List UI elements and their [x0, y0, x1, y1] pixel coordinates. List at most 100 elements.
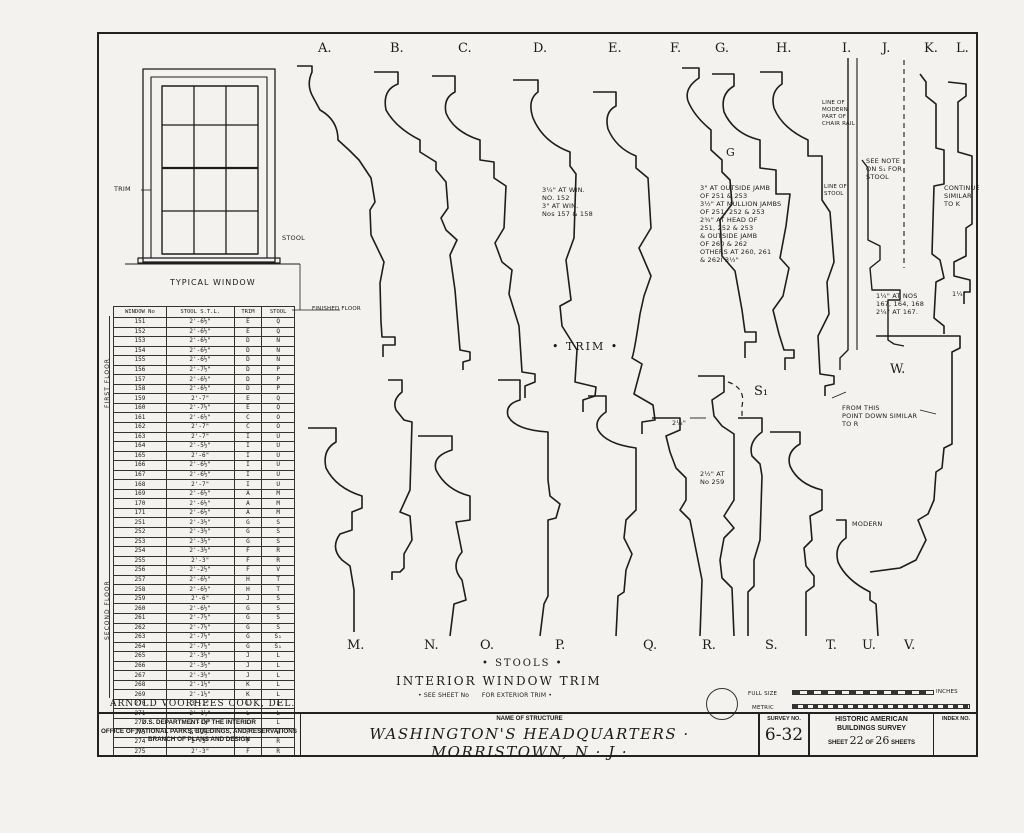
- cell-window-no: 169: [113, 488, 167, 500]
- note-l-dim: 1¼": [952, 290, 967, 298]
- cell-stool-stl: 2'-7½": [165, 402, 235, 414]
- cell-stool: L: [261, 679, 295, 691]
- cell-stool-stl: 2'-6½": [165, 412, 235, 423]
- cell-trim: G: [233, 527, 263, 538]
- survey-number: 6-32: [764, 725, 804, 745]
- cell-stool: R: [261, 555, 295, 567]
- cell-trim: H: [233, 584, 263, 595]
- cell-stool: S: [261, 612, 295, 624]
- cell-stool: U: [261, 450, 295, 462]
- profile-p: [498, 379, 561, 637]
- cell-stool-stl: 2'-6": [165, 593, 235, 605]
- cell-trim: G: [233, 641, 263, 653]
- scale-inches: INCHES: [936, 689, 958, 695]
- cell-trim: C: [233, 412, 263, 423]
- trim-letter-k: K.: [924, 41, 938, 56]
- title-block-habs-cell: [809, 712, 934, 757]
- note-w: FROM THIS POINT DOWN SIMILAR TO R: [842, 404, 918, 428]
- trim-letter-h: H.: [776, 41, 792, 56]
- profile-e: [593, 91, 656, 434]
- stool-letter-v: V.: [904, 638, 916, 653]
- title-block-name-cell: [300, 712, 759, 757]
- profile-w: [869, 335, 961, 573]
- cell-stool-stl: 2'-1½": [165, 679, 235, 691]
- cell-window-no: 267: [113, 670, 167, 681]
- cell-stool-stl: 2'-7½": [165, 622, 235, 634]
- cell-trim: D: [233, 355, 263, 366]
- cell-stool: L: [261, 660, 295, 672]
- profile-k: [919, 73, 945, 334]
- cell-window-no: 264: [113, 641, 167, 653]
- cell-stool-stl: 2'-6½": [165, 326, 235, 338]
- cell-stool-stl: 2'-3½": [165, 660, 235, 672]
- sheet-mid: OF: [865, 740, 874, 746]
- cell-stool: L: [261, 651, 295, 662]
- trim-letter-l: L.: [956, 41, 969, 56]
- cell-stool-stl: 2'-3½": [165, 527, 235, 538]
- cell-window-no: 159: [113, 393, 167, 404]
- cell-trim: D: [233, 364, 263, 376]
- cell-window-no: 155: [113, 355, 167, 366]
- cell-stool: O: [261, 412, 295, 423]
- stool-letter-t: T.: [826, 638, 837, 653]
- cell-trim: G: [233, 622, 263, 634]
- cell-trim: G: [233, 517, 263, 529]
- cell-stool-stl: 2'-7": [165, 479, 235, 490]
- sheet-count: SHEET 22 OF 26 SHEETS: [809, 734, 934, 747]
- cell-stool: U: [261, 479, 295, 490]
- cell-window-no: 161: [113, 412, 167, 423]
- cell-window-no: 152: [113, 326, 167, 338]
- scale-bar-inches: [792, 690, 934, 695]
- cell-trim: I: [233, 469, 263, 481]
- profile-i: [839, 58, 849, 370]
- leader-w: [831, 391, 937, 415]
- note-d: 3¼" AT WIN. NO. 152 3" AT WIN. Nos 157 &…: [542, 186, 593, 218]
- cell-stool: S: [261, 517, 295, 529]
- cell-stool: S: [261, 536, 295, 548]
- col-trim: TRIM: [233, 306, 263, 318]
- typical-window: [125, 68, 340, 311]
- stool-letter-p: P.: [555, 638, 566, 653]
- cell-trim: I: [233, 479, 263, 490]
- cell-window-no: 251: [113, 517, 167, 529]
- profile-s: [698, 375, 735, 637]
- cell-trim: E: [233, 317, 263, 328]
- cell-window-no: 156: [113, 364, 167, 376]
- cell-stool: M: [261, 507, 295, 519]
- trim-letter-i: I.: [842, 41, 852, 56]
- cell-stool-stl: 2'-7": [165, 422, 235, 433]
- cell-window-no: 259: [113, 593, 167, 605]
- scale-bar-metric: [792, 704, 970, 709]
- window-stool-label: STOOL: [282, 234, 305, 242]
- note-h-stool: LINE OF STOOL: [824, 184, 847, 197]
- cell-trim: A: [233, 507, 263, 519]
- cell-stool: R: [261, 546, 295, 557]
- sheet-post: SHEETS: [891, 740, 916, 746]
- cell-trim: E: [233, 326, 263, 338]
- cell-window-no: 268: [113, 679, 167, 691]
- cell-stool-stl: 2'-5½": [165, 441, 235, 452]
- sheet-title: INTERIOR WINDOW TRIM: [396, 674, 602, 688]
- profile-b: [374, 71, 471, 370]
- profile-r: [652, 417, 703, 637]
- scale-metric: METRIC: [752, 705, 775, 711]
- cell-stool: U: [261, 441, 295, 452]
- note-l: CONTINUE SIMILAR TO K: [944, 184, 980, 208]
- cell-stool: P: [261, 383, 295, 395]
- sheet-total: 26: [875, 734, 890, 747]
- cell-stool-stl: 2'-6½": [165, 498, 235, 509]
